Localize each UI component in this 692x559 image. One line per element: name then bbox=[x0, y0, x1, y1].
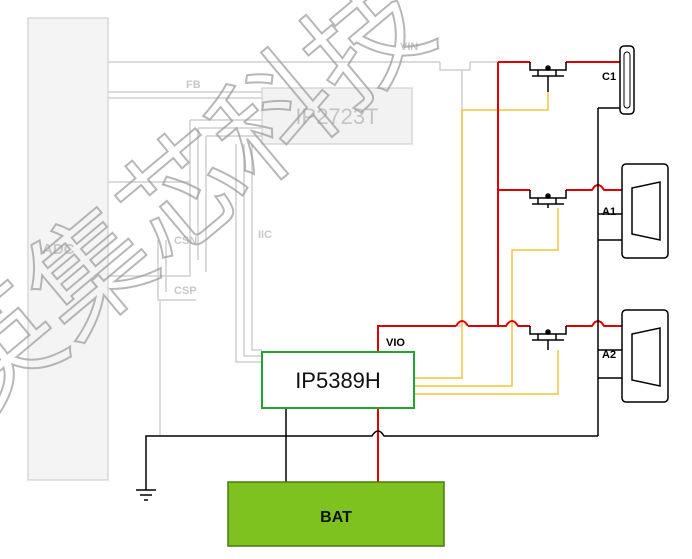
gate-control-lines bbox=[414, 92, 559, 395]
fb-label: FB bbox=[186, 79, 201, 91]
usb-a2-connector bbox=[621, 309, 669, 403]
c1-label: C1 bbox=[602, 71, 616, 83]
mosfet-a2 bbox=[529, 326, 567, 350]
left-controller-block bbox=[27, 17, 109, 481]
iic-label: IIC bbox=[258, 229, 272, 241]
power-lines bbox=[377, 61, 622, 482]
csn-label: CSN bbox=[174, 235, 197, 247]
ground-lines bbox=[136, 107, 622, 501]
a1-label: A1 bbox=[602, 206, 616, 218]
ip2723t-label: IP2723T bbox=[295, 104, 378, 129]
usb-c-connector bbox=[619, 45, 635, 115]
csp-label: CSP bbox=[174, 285, 197, 297]
battery-label: BAT bbox=[320, 509, 352, 526]
mosfet-c1 bbox=[529, 62, 567, 92]
mosfet-a1 bbox=[529, 190, 567, 208]
a2-label: A2 bbox=[602, 349, 616, 361]
mosfets bbox=[529, 62, 567, 350]
connectors bbox=[619, 45, 669, 403]
faded-circuit bbox=[27, 17, 498, 481]
ip5389h-chip: IP5389H bbox=[261, 351, 415, 409]
ground-symbol bbox=[136, 489, 156, 501]
battery-block: BAT bbox=[227, 481, 445, 547]
adc-label: ADC bbox=[42, 241, 75, 258]
ip2723t-box bbox=[261, 87, 413, 145]
vin-label: VIN bbox=[400, 41, 418, 53]
usb-a1-connector bbox=[621, 163, 669, 259]
vio-label: VIO bbox=[386, 337, 405, 349]
ip5389h-label: IP5389H bbox=[295, 368, 381, 393]
